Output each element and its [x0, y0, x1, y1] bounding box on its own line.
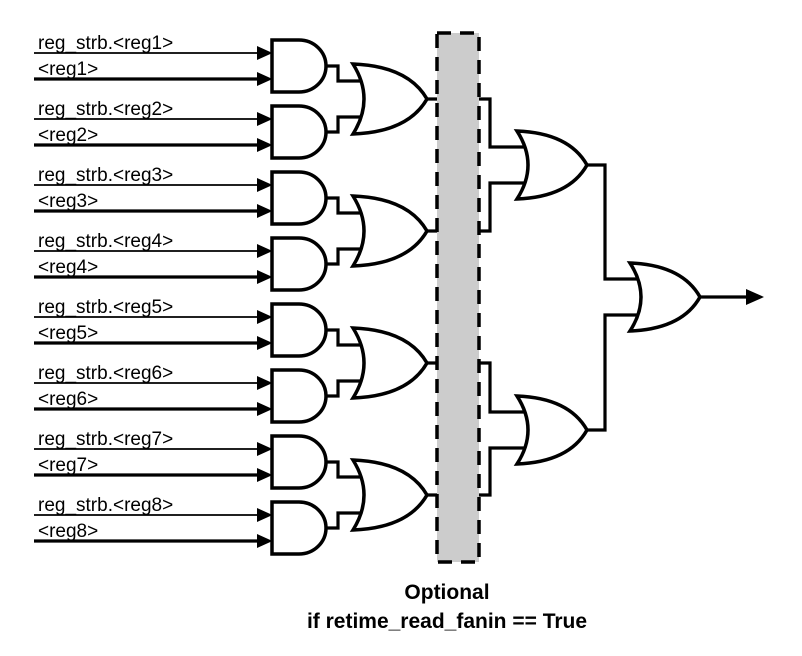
input-arrowhead-icon — [257, 46, 273, 60]
connector-wire — [326, 379, 362, 398]
input-arrowhead-icon — [257, 402, 273, 416]
reg-label: <reg8> — [38, 521, 98, 542]
optional-caption-line1: Optional — [404, 581, 489, 604]
and-gate-3 — [270, 170, 328, 226]
output-wire-group — [699, 289, 764, 305]
or-gate-l1-4 — [349, 458, 430, 532]
or-gate-l2-bottom — [513, 394, 590, 466]
reg-label: <reg5> — [38, 323, 98, 344]
input-group-reg7: reg_strb.<reg7> <reg7> — [34, 429, 273, 482]
connector-wire — [586, 163, 640, 281]
connector-wire — [326, 115, 362, 134]
input-arrowhead-icon — [257, 270, 273, 284]
input-group-reg3: reg_strb.<reg3> <reg3> — [34, 165, 273, 218]
and-to-or-wires — [326, 64, 362, 530]
strobe-label: reg_strb.<reg5> — [38, 297, 173, 318]
reg-label: <reg1> — [38, 59, 98, 80]
and-gate-1 — [270, 38, 328, 94]
strobe-label: reg_strb.<reg7> — [38, 429, 173, 450]
optional-caption-line2: if retime_read_fanin == True — [307, 610, 587, 633]
input-arrowhead-icon — [257, 508, 273, 522]
and-gate-2 — [270, 104, 328, 160]
connector-wire — [326, 64, 362, 83]
reg-label: <reg7> — [38, 455, 98, 476]
input-arrowhead-icon — [257, 72, 273, 86]
reg-label: <reg4> — [38, 257, 98, 278]
strobe-label: reg_strb.<reg2> — [38, 99, 173, 120]
connector-wire — [326, 460, 362, 479]
reg-label: <reg2> — [38, 125, 98, 146]
input-arrowhead-icon — [257, 204, 273, 218]
strobe-label: reg_strb.<reg1> — [38, 33, 173, 54]
strobe-label: reg_strb.<reg3> — [38, 165, 173, 186]
input-arrowhead-icon — [257, 376, 273, 390]
input-arrowhead-icon — [257, 112, 273, 126]
reg-label: <reg6> — [38, 389, 98, 410]
or-gate-final — [626, 261, 703, 333]
connector-wire — [586, 313, 640, 432]
and-gate-7 — [270, 434, 328, 490]
reg-label: <reg3> — [38, 191, 98, 212]
input-arrowhead-icon — [257, 178, 273, 192]
and-gate-5 — [270, 302, 328, 358]
strobe-label: reg_strb.<reg6> — [38, 363, 173, 384]
connector-wire — [326, 247, 362, 266]
input-arrowhead-icon — [257, 336, 273, 350]
and-gate-8 — [270, 500, 328, 556]
connector-wire — [326, 196, 362, 215]
or-gate-l1-3 — [349, 326, 430, 400]
connector-wire — [326, 511, 362, 530]
input-arrowhead-icon — [257, 468, 273, 482]
input-arrowhead-icon — [257, 534, 273, 548]
or-gate-l1-2 — [349, 194, 430, 268]
or2-to-final-wires — [586, 163, 640, 432]
or-gate-l1-1 — [349, 62, 430, 136]
connector-wire — [326, 328, 362, 347]
output-arrowhead-icon — [746, 289, 764, 305]
input-group-reg4: reg_strb.<reg4> <reg4> — [34, 231, 273, 284]
input-group-reg5: reg_strb.<reg5> <reg5> — [34, 297, 273, 350]
and-gate-6 — [270, 368, 328, 424]
optional-retime-band — [435, 31, 481, 564]
input-arrowhead-icon — [257, 244, 273, 258]
input-arrowhead-icon — [257, 310, 273, 324]
input-group-reg6: reg_strb.<reg6> <reg6> — [34, 363, 273, 416]
strobe-label: reg_strb.<reg8> — [38, 495, 173, 516]
strobe-label: reg_strb.<reg4> — [38, 231, 173, 252]
input-arrowhead-icon — [257, 138, 273, 152]
and-gate-4 — [270, 236, 328, 292]
input-arrowhead-icon — [257, 442, 273, 456]
input-group-reg2: reg_strb.<reg2> <reg2> — [34, 99, 273, 152]
input-group-reg8: reg_strb.<reg8> <reg8> — [34, 495, 273, 548]
input-group-reg1: reg_strb.<reg1> <reg1> — [34, 33, 273, 86]
or-gate-l2-top — [513, 129, 590, 201]
